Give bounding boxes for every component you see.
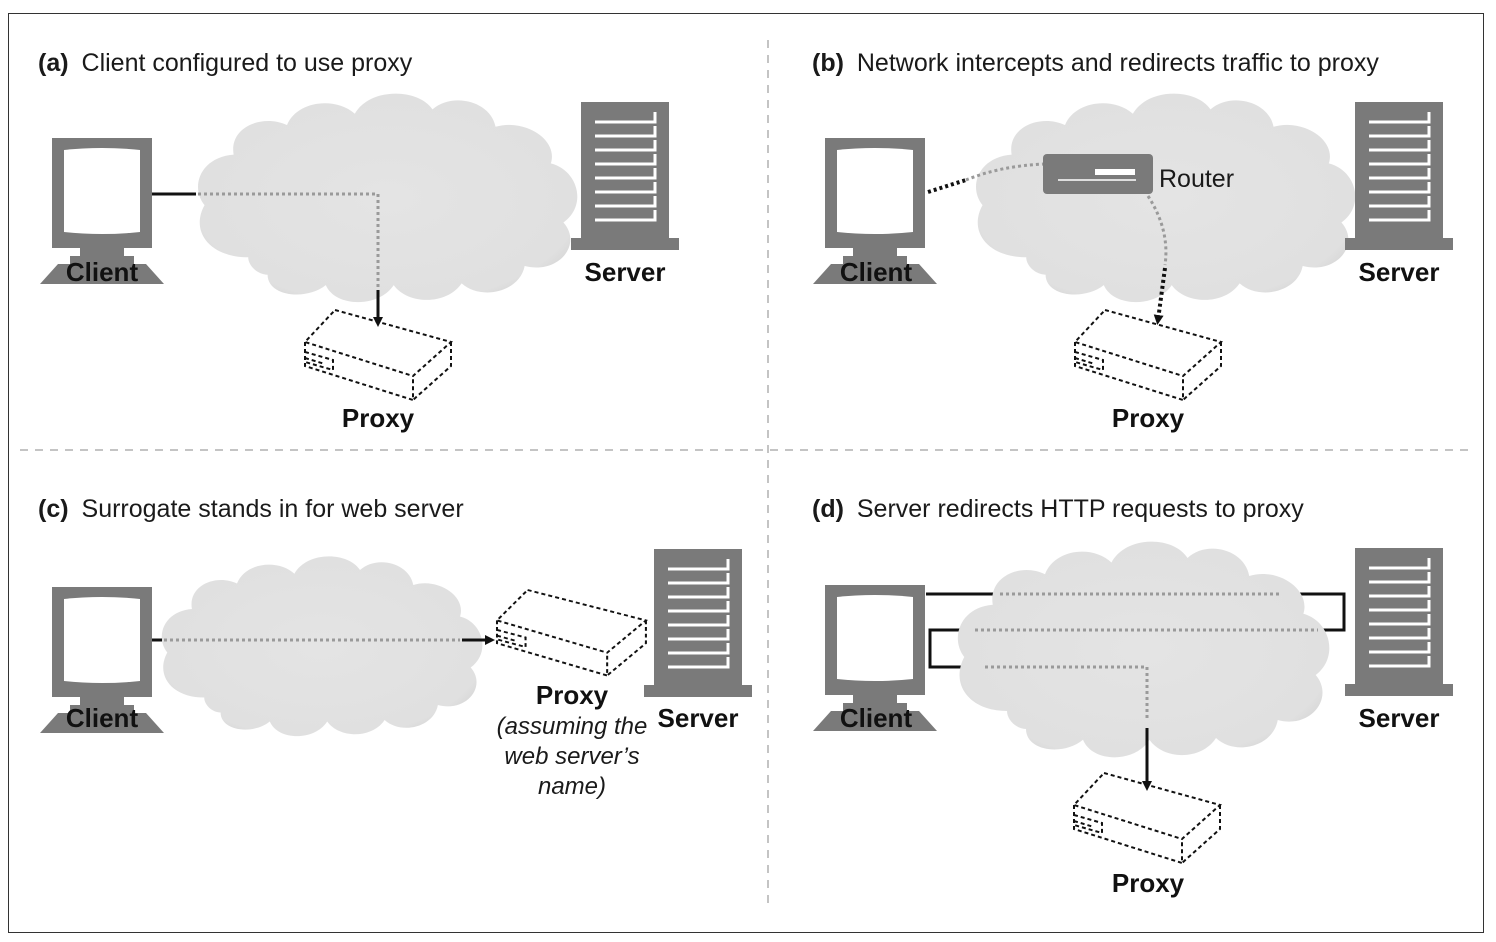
panel-d-title: (d) Server redirects HTTP requests to pr…: [812, 495, 1304, 523]
panel-b-title: (b) Network intercepts and redirects tra…: [812, 49, 1379, 77]
panel-b: (b) Network intercepts and redirects tra…: [812, 49, 1455, 433]
proxy-box-icon: [304, 309, 452, 401]
panel-c-title: (c) Surrogate stands in for web server: [38, 495, 464, 523]
proxy-note-line-3: name): [538, 773, 606, 800]
server-label: Server: [1359, 257, 1440, 287]
panel-a-title: (a) Client configured to use proxy: [38, 49, 413, 77]
network-cloud: [161, 556, 483, 737]
request-path-2: [985, 665, 1149, 718]
server-icon: [569, 100, 681, 252]
arrow-to-proxy: [1153, 267, 1167, 325]
request-loop-inner: [928, 628, 975, 669]
proxy-box-icon: [495, 588, 647, 677]
server-icon: [1343, 100, 1455, 252]
proxy-box-icon: [1073, 772, 1221, 864]
proxy-note-line-1: (assuming the: [497, 713, 648, 740]
client-label: Client: [840, 257, 913, 287]
server-label: Server: [585, 257, 666, 287]
proxy-box-icon: [1074, 309, 1222, 401]
server-icon: [642, 547, 754, 699]
client-label: Client: [840, 703, 913, 733]
proxy-label: Proxy: [536, 680, 609, 710]
traffic-path: [965, 162, 1045, 182]
traffic-path: [198, 192, 380, 290]
router-label: Router: [1159, 165, 1234, 193]
panel-c: (c) Surrogate stands in for web server C…: [38, 495, 754, 800]
client-label: Client: [66, 257, 139, 287]
client-label: Client: [66, 703, 139, 733]
proxy-label: Proxy: [342, 403, 415, 433]
router-icon: [1043, 154, 1153, 194]
client-link: [927, 178, 967, 194]
figure-frame: [8, 13, 1484, 933]
network-cloud: [957, 541, 1330, 758]
panel-d: (d) Server redirects HTTP requests to pr…: [812, 495, 1455, 898]
panel-a: (a) Client configured to use proxy Clien…: [38, 49, 681, 433]
redirect-path: [1146, 195, 1168, 266]
proxy-label: Proxy: [1112, 403, 1185, 433]
server-icon: [1343, 546, 1455, 698]
proxy-label: Proxy: [1112, 868, 1185, 898]
network-cloud: [198, 93, 578, 303]
server-label: Server: [658, 703, 739, 733]
server-label: Server: [1359, 703, 1440, 733]
proxy-note-line-2: web server’s: [504, 743, 639, 770]
